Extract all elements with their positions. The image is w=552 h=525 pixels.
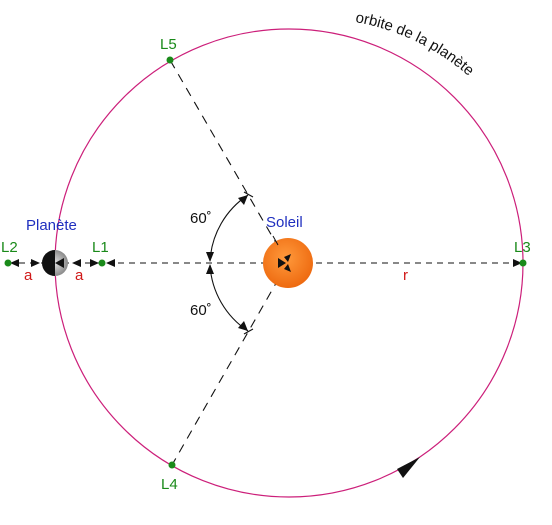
sun-label-leader [272,235,279,246]
sun-arrow-down [284,264,291,272]
distance-a-left: a [24,267,33,284]
sun-arrow-up [284,254,291,262]
L2-label: L2 [1,239,18,256]
sun-arrow-left [278,258,286,268]
L3-label: L3 [514,239,531,256]
arrow-L3-right [513,259,522,267]
angle-label-lower: 60˚ [190,302,212,319]
distance-r: r [403,267,408,284]
angle-arc-lower [209,264,249,332]
angle-arc-upper [209,194,249,262]
orbit-direction-arrow [397,457,420,478]
angle-arrow-upper-bottom [206,252,214,262]
L1-point [98,259,106,267]
L4-label: L4 [161,476,178,493]
angle-label-upper: 60˚ [190,210,212,227]
angle-tick-lower [243,328,254,335]
planet-arrow-right [55,258,64,268]
angle-tick-upper [243,191,254,198]
L5-point [166,56,174,64]
L4-point [168,461,176,469]
arrow-L1-right [90,259,99,267]
sun-label: Soleil [266,214,303,231]
L1-label: L1 [92,239,109,256]
angle-arrow-upper-top [238,195,248,205]
angle-arrow-lower-bottom [238,321,248,331]
L3-point [519,259,527,267]
L5-label: L5 [160,36,177,53]
line-to-L5 [169,59,288,263]
distance-a-right: a [75,267,84,284]
angle-arrow-lower-top [206,264,214,274]
planet-dark-side [42,250,55,276]
arrow-planet-left [31,259,40,267]
arrow-L2-left [10,259,19,267]
sun [263,238,313,288]
L2-point [4,259,12,267]
line-to-L4 [171,263,288,466]
arrow-L1-left [106,259,115,267]
planet-label: Planète [26,217,77,234]
arrow-planet-right [72,259,81,267]
